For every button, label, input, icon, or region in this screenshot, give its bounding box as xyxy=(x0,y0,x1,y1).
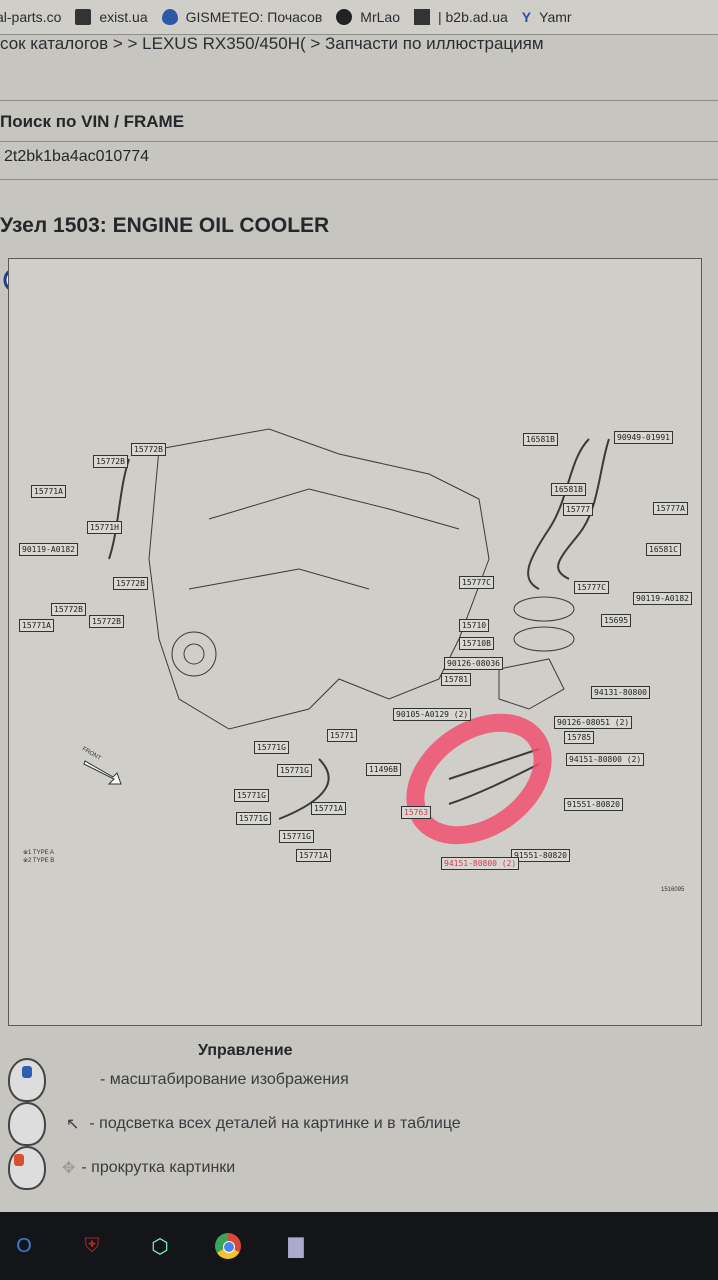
bookmark-exist[interactable]: exist.ua xyxy=(75,9,148,25)
part-label[interactable]: 15771A xyxy=(19,619,54,632)
part-label[interactable]: 15771G xyxy=(254,741,289,754)
part-label[interactable]: 15710B xyxy=(459,637,494,650)
part-label[interactable]: 15772B xyxy=(89,615,124,628)
divider xyxy=(0,141,718,142)
part-label[interactable]: 90105-A0129 (2) xyxy=(393,708,472,721)
bookmark-label: exist.ua xyxy=(99,9,148,25)
page-title: Узел 1503: ENGINE OIL COOLER xyxy=(0,214,330,237)
part-label[interactable]: 15695 xyxy=(601,614,632,627)
divider xyxy=(0,100,718,101)
part-label[interactable]: 15772B xyxy=(113,577,148,590)
vin-search-label: Поиск по VIN / FRAME xyxy=(0,112,185,131)
part-label[interactable]: 91551-80820 xyxy=(511,849,570,862)
bookmark-al-parts[interactable]: al-parts.co xyxy=(0,9,61,25)
bookmark-label: MrLao xyxy=(360,9,400,25)
part-label[interactable]: 15763 xyxy=(401,806,432,819)
figure-id: 1516095 xyxy=(661,887,685,893)
mouse-left-click-icon xyxy=(8,1146,46,1190)
chart-app-icon[interactable]: ▇ xyxy=(288,1235,304,1258)
bookmark-label: al-parts.co xyxy=(0,9,62,25)
mouse-icon xyxy=(8,1102,46,1146)
part-label[interactable]: 94151-80800 (2) xyxy=(441,857,520,870)
part-label[interactable]: 15771G xyxy=(277,764,312,777)
footnote: ※2 TYPE B xyxy=(23,858,55,864)
control-zoom: - масштабирование изображения xyxy=(8,1058,349,1102)
parts-diagram[interactable]: FRONT ※1 TYPE A ※2 TYPE B 1516095 15772B… xyxy=(8,258,702,1026)
part-label[interactable]: 16581B xyxy=(551,483,586,496)
control-text: - подсветка всех деталей на картинке и в… xyxy=(89,1115,461,1132)
part-label[interactable]: 15771A xyxy=(311,802,346,815)
part-label[interactable]: 11496B xyxy=(366,763,401,776)
part-label[interactable]: 15785 xyxy=(564,731,595,744)
taskbar: O ⛨ ⬡ ▇ xyxy=(0,1212,718,1280)
part-label[interactable]: 15771A xyxy=(296,849,331,862)
part-label[interactable]: 15771G xyxy=(236,812,271,825)
part-label[interactable]: 16581B xyxy=(523,433,558,446)
part-label[interactable]: 15710 xyxy=(459,619,490,632)
part-label[interactable]: 15777C xyxy=(459,576,494,589)
cursor-icon: ↖ xyxy=(66,1116,80,1133)
part-label[interactable]: 15771 xyxy=(327,729,358,742)
part-label[interactable]: 90126-08051 (2) xyxy=(554,716,633,729)
bookmarks-bar: al-parts.co exist.ua GISMETEO: Почасов M… xyxy=(0,0,718,35)
part-label[interactable]: 94131-80800 xyxy=(591,686,650,699)
part-label[interactable]: 15781 xyxy=(441,673,472,686)
part-label[interactable]: 15777C xyxy=(574,581,609,594)
engine-sketch xyxy=(83,428,610,845)
bookmark-label: Yamr xyxy=(539,9,572,25)
mrlao-icon xyxy=(336,9,353,25)
control-text: - прокрутка картинки xyxy=(81,1159,236,1176)
part-label[interactable]: 15777A xyxy=(653,502,688,515)
control-scroll: ✥ - прокрутка картинки xyxy=(8,1146,235,1190)
controls-title: Управление xyxy=(198,1042,293,1059)
part-label[interactable]: 90119-A0182 xyxy=(633,592,692,605)
part-label[interactable]: 15772B xyxy=(51,603,86,616)
breadcrumb[interactable]: сок каталогов > > LEXUS RX350/450H( > За… xyxy=(0,34,544,53)
yandex-icon: Y xyxy=(521,9,532,25)
bookmark-b2b[interactable]: | b2b.ad.ua xyxy=(413,9,508,25)
bookmark-mrlao[interactable]: MrLao xyxy=(336,9,400,25)
part-label[interactable]: 90126-08036 xyxy=(444,657,503,670)
control-text: - масштабирование изображения xyxy=(100,1071,349,1088)
part-label[interactable]: 15777 xyxy=(563,503,594,516)
part-label[interactable]: 94151-80800 (2) xyxy=(566,753,645,766)
b2b-icon xyxy=(413,9,430,25)
chrome-icon[interactable] xyxy=(208,1226,248,1266)
part-label[interactable]: 15772B xyxy=(93,455,128,468)
shield-app-icon[interactable]: ⬡ xyxy=(151,1235,169,1258)
mouse-wheel-icon xyxy=(8,1058,46,1102)
bookmark-gismeteo[interactable]: GISMETEO: Почасов xyxy=(161,9,323,25)
highlight-circle xyxy=(406,713,552,845)
divider xyxy=(0,179,718,180)
control-highlight: ↖ - подсветка всех деталей на картинке и… xyxy=(8,1102,461,1146)
part-label[interactable]: 15771G xyxy=(234,789,269,802)
part-label[interactable]: 15771H xyxy=(87,521,122,534)
part-label[interactable]: 16581C xyxy=(646,543,681,556)
gismeteo-drop-icon xyxy=(161,9,178,25)
part-label[interactable]: 15771A xyxy=(31,485,66,498)
part-label[interactable]: 90119-A0182 xyxy=(19,543,78,556)
vin-input[interactable]: 2t2bk1ba4ac010774 xyxy=(4,148,150,165)
bookmark-yandex[interactable]: Y Yamr xyxy=(522,9,572,25)
move-arrows-icon: ✥ xyxy=(62,1160,76,1177)
bookmark-label: GISMETEO: Почасов xyxy=(185,9,323,25)
antivirus-icon[interactable]: ⛨ xyxy=(84,1234,100,1257)
outlook-icon[interactable]: O xyxy=(16,1234,32,1257)
part-label[interactable]: 15772B xyxy=(131,443,166,456)
footnote: ※1 TYPE A xyxy=(23,850,54,856)
part-label[interactable]: 15771G xyxy=(279,830,314,843)
part-label[interactable]: 90949-01991 xyxy=(614,431,673,444)
exist-icon xyxy=(75,9,92,25)
bookmark-label: | b2b.ad.ua xyxy=(437,9,508,25)
part-label[interactable]: 91551-80820 xyxy=(564,798,623,811)
